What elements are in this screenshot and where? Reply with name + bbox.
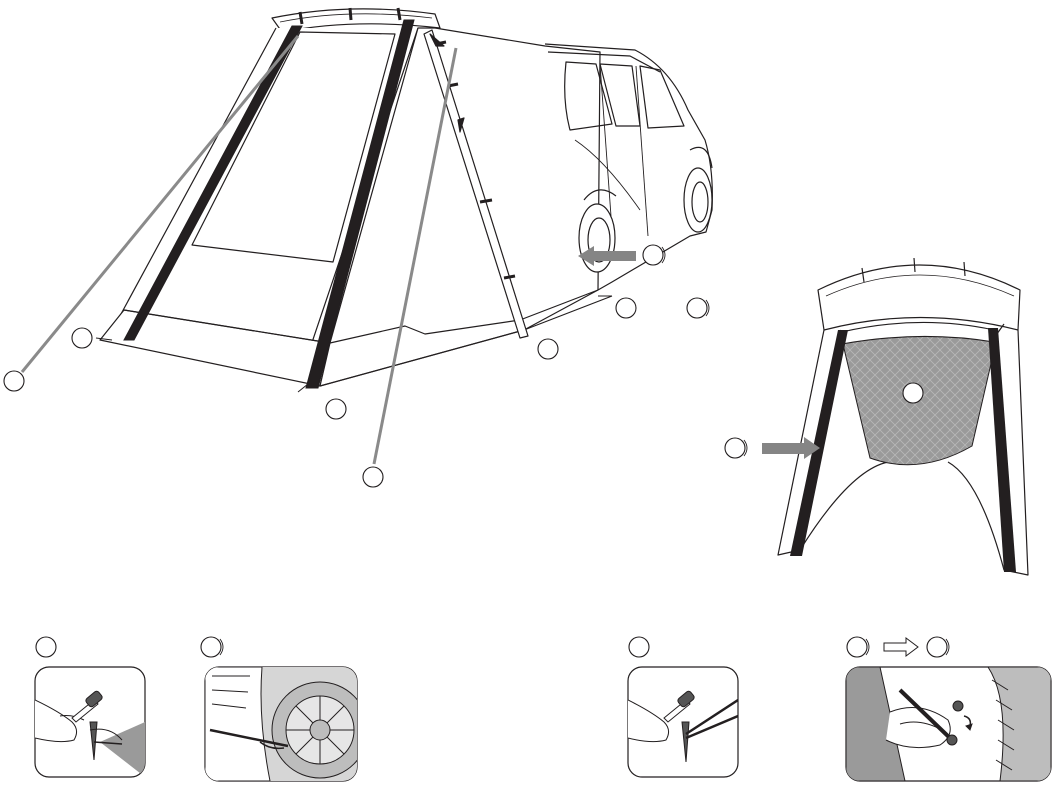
callout-e-front [325, 398, 347, 420]
callout-g2 [642, 244, 666, 266]
hammer-icon [71, 690, 103, 723]
panel-label-e [35, 636, 57, 658]
panel-f-guy-rope [627, 666, 739, 778]
wheel-icon [271, 681, 357, 779]
g2-arrow [578, 246, 636, 266]
callout-e-left [71, 327, 93, 349]
outline-arrow-icon [883, 637, 919, 657]
panel-e-peg [34, 666, 146, 778]
pole-sleeves [123, 19, 415, 389]
callout-g1 [724, 437, 748, 459]
hammer-icon [663, 690, 695, 723]
panel-g-attach [845, 666, 1052, 782]
rope-icon [685, 698, 738, 736]
rope-icon [898, 688, 954, 742]
peg-lines [95, 295, 612, 393]
peg-icon [89, 721, 98, 761]
guy-ropes [20, 35, 458, 465]
callout-e-side [537, 338, 559, 360]
callout-f-front [362, 466, 384, 488]
panel-label-f [628, 636, 650, 658]
rope-icon [209, 728, 289, 748]
callout-e-or-e2 [615, 297, 710, 319]
panel-e2-wheel [204, 666, 358, 782]
g1-arrow [762, 437, 820, 459]
rear-pole-sleeves [790, 328, 1016, 572]
panel-label-e2 [200, 636, 224, 658]
panel-label-g1-g2 [846, 636, 950, 658]
callout-g [902, 382, 924, 404]
tent-awning [99, 7, 613, 387]
callout-f-left [3, 370, 25, 392]
